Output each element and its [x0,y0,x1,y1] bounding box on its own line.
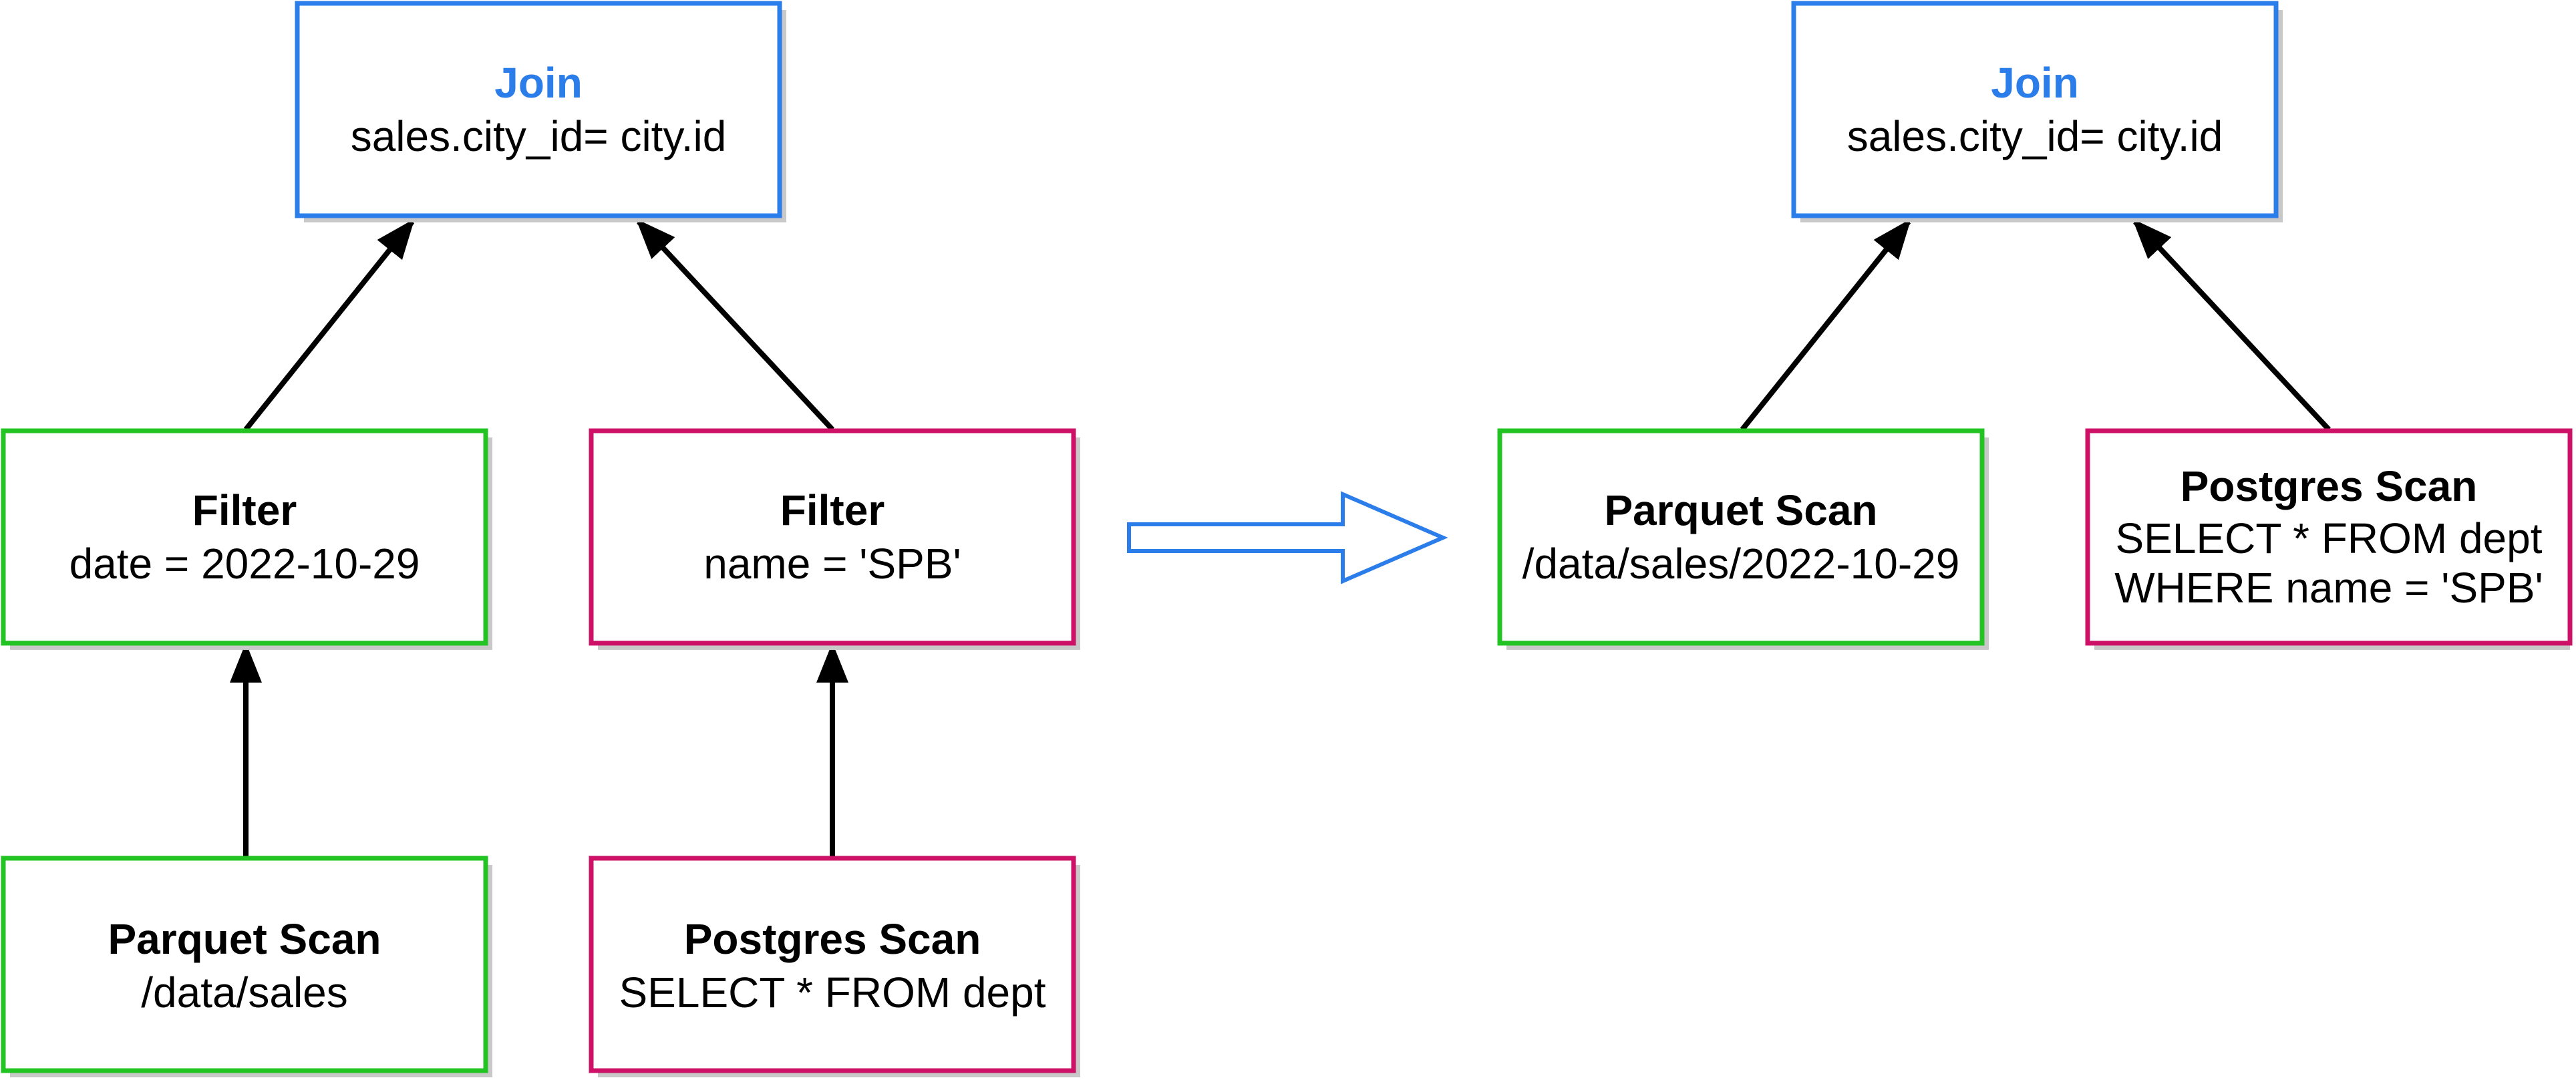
parquet-scan-before-path: /data/sales [141,968,348,1017]
parquet-scan-after-path: /data/sales/2022-10-29 [1522,540,1960,588]
filter-right-title: Filter [780,486,884,534]
parquet-scan-after-node: Parquet Scan /data/sales/2022-10-29 [1497,428,1989,650]
postgres-scan-before-node: Postgres Scan SELECT * FROM dept [589,856,1080,1077]
join-node-after: Join sales.city_id= city.id [1791,1,2283,222]
parquet-scan-before-box [1,856,488,1073]
postgres-scan-after-query-line2: WHERE name = 'SPB' [2114,564,2543,612]
postgres-scan-before-query: SELECT * FROM dept [619,968,1045,1017]
edge-filter-left-to-join [243,218,415,431]
postgres-scan-before-title: Postgres Scan [684,915,981,963]
parquet-scan-after-title: Parquet Scan [1604,486,1877,534]
filter-right-node: Filter name = 'SPB' [589,428,1080,650]
join-before-condition: sales.city_id= city.id [351,112,727,160]
filter-left-node: Filter date = 2022-10-29 [1,428,492,650]
join-after-condition: sales.city_id= city.id [1847,112,2223,160]
filter-right-condition: name = 'SPB' [703,540,961,588]
postgres-scan-before-box [589,856,1076,1073]
edge-filter-right-to-join [635,218,834,431]
filter-left-condition: date = 2022-10-29 [69,540,420,588]
parquet-scan-after-box [1497,428,1985,646]
edge-after-parquet-to-join [1740,218,1911,431]
join-node-after-box [1791,1,2279,218]
postgres-scan-after-box [2085,428,2573,646]
edge-after-postgres-to-join [2132,218,2331,431]
join-before-title: Join [494,59,583,107]
join-node-before-box [295,1,782,218]
join-node-before: Join sales.city_id= city.id [295,1,786,222]
postgres-scan-after-node: Postgres Scan SELECT * FROM dept WHERE n… [2085,428,2573,650]
filter-left-box [1,428,488,646]
parquet-scan-before-node: Parquet Scan /data/sales [1,856,492,1077]
postgres-scan-after-title: Postgres Scan [2181,462,2478,510]
parquet-scan-before-title: Parquet Scan [108,915,381,963]
postgres-scan-after-query-line1: SELECT * FROM dept [2115,514,2542,562]
filter-right-box [589,428,1076,646]
join-after-title: Join [1991,59,2079,107]
transform-arrow [1127,491,1448,584]
filter-left-title: Filter [192,486,297,534]
